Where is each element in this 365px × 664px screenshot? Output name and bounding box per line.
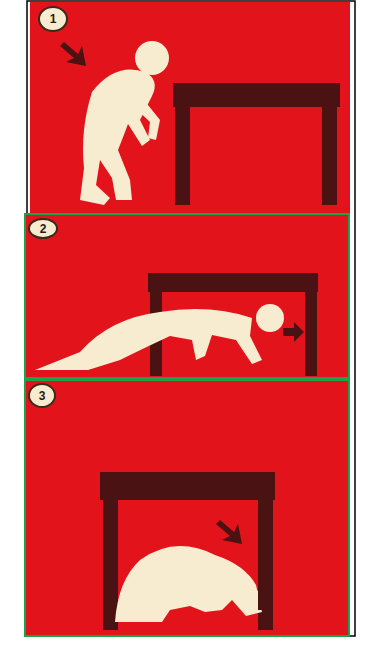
person-covering — [115, 546, 262, 622]
callout-text: 1 — [50, 12, 57, 26]
panel-background — [25, 380, 349, 636]
callout-number: 2 — [28, 218, 58, 239]
panel-background — [25, 214, 349, 378]
person-crawling — [35, 304, 284, 370]
callout-number: 1 — [38, 6, 68, 32]
callout-text: 2 — [40, 222, 47, 236]
motion-arrow — [283, 322, 304, 342]
motion-arrow — [216, 520, 242, 544]
callout-number: 3 — [28, 383, 56, 408]
table — [100, 472, 275, 630]
table — [173, 83, 340, 205]
hand-on-leg — [258, 590, 264, 610]
callout-text: 3 — [39, 389, 46, 403]
panel-background — [30, 2, 350, 214]
motion-arrow — [60, 42, 86, 66]
person-dropping — [80, 41, 169, 205]
